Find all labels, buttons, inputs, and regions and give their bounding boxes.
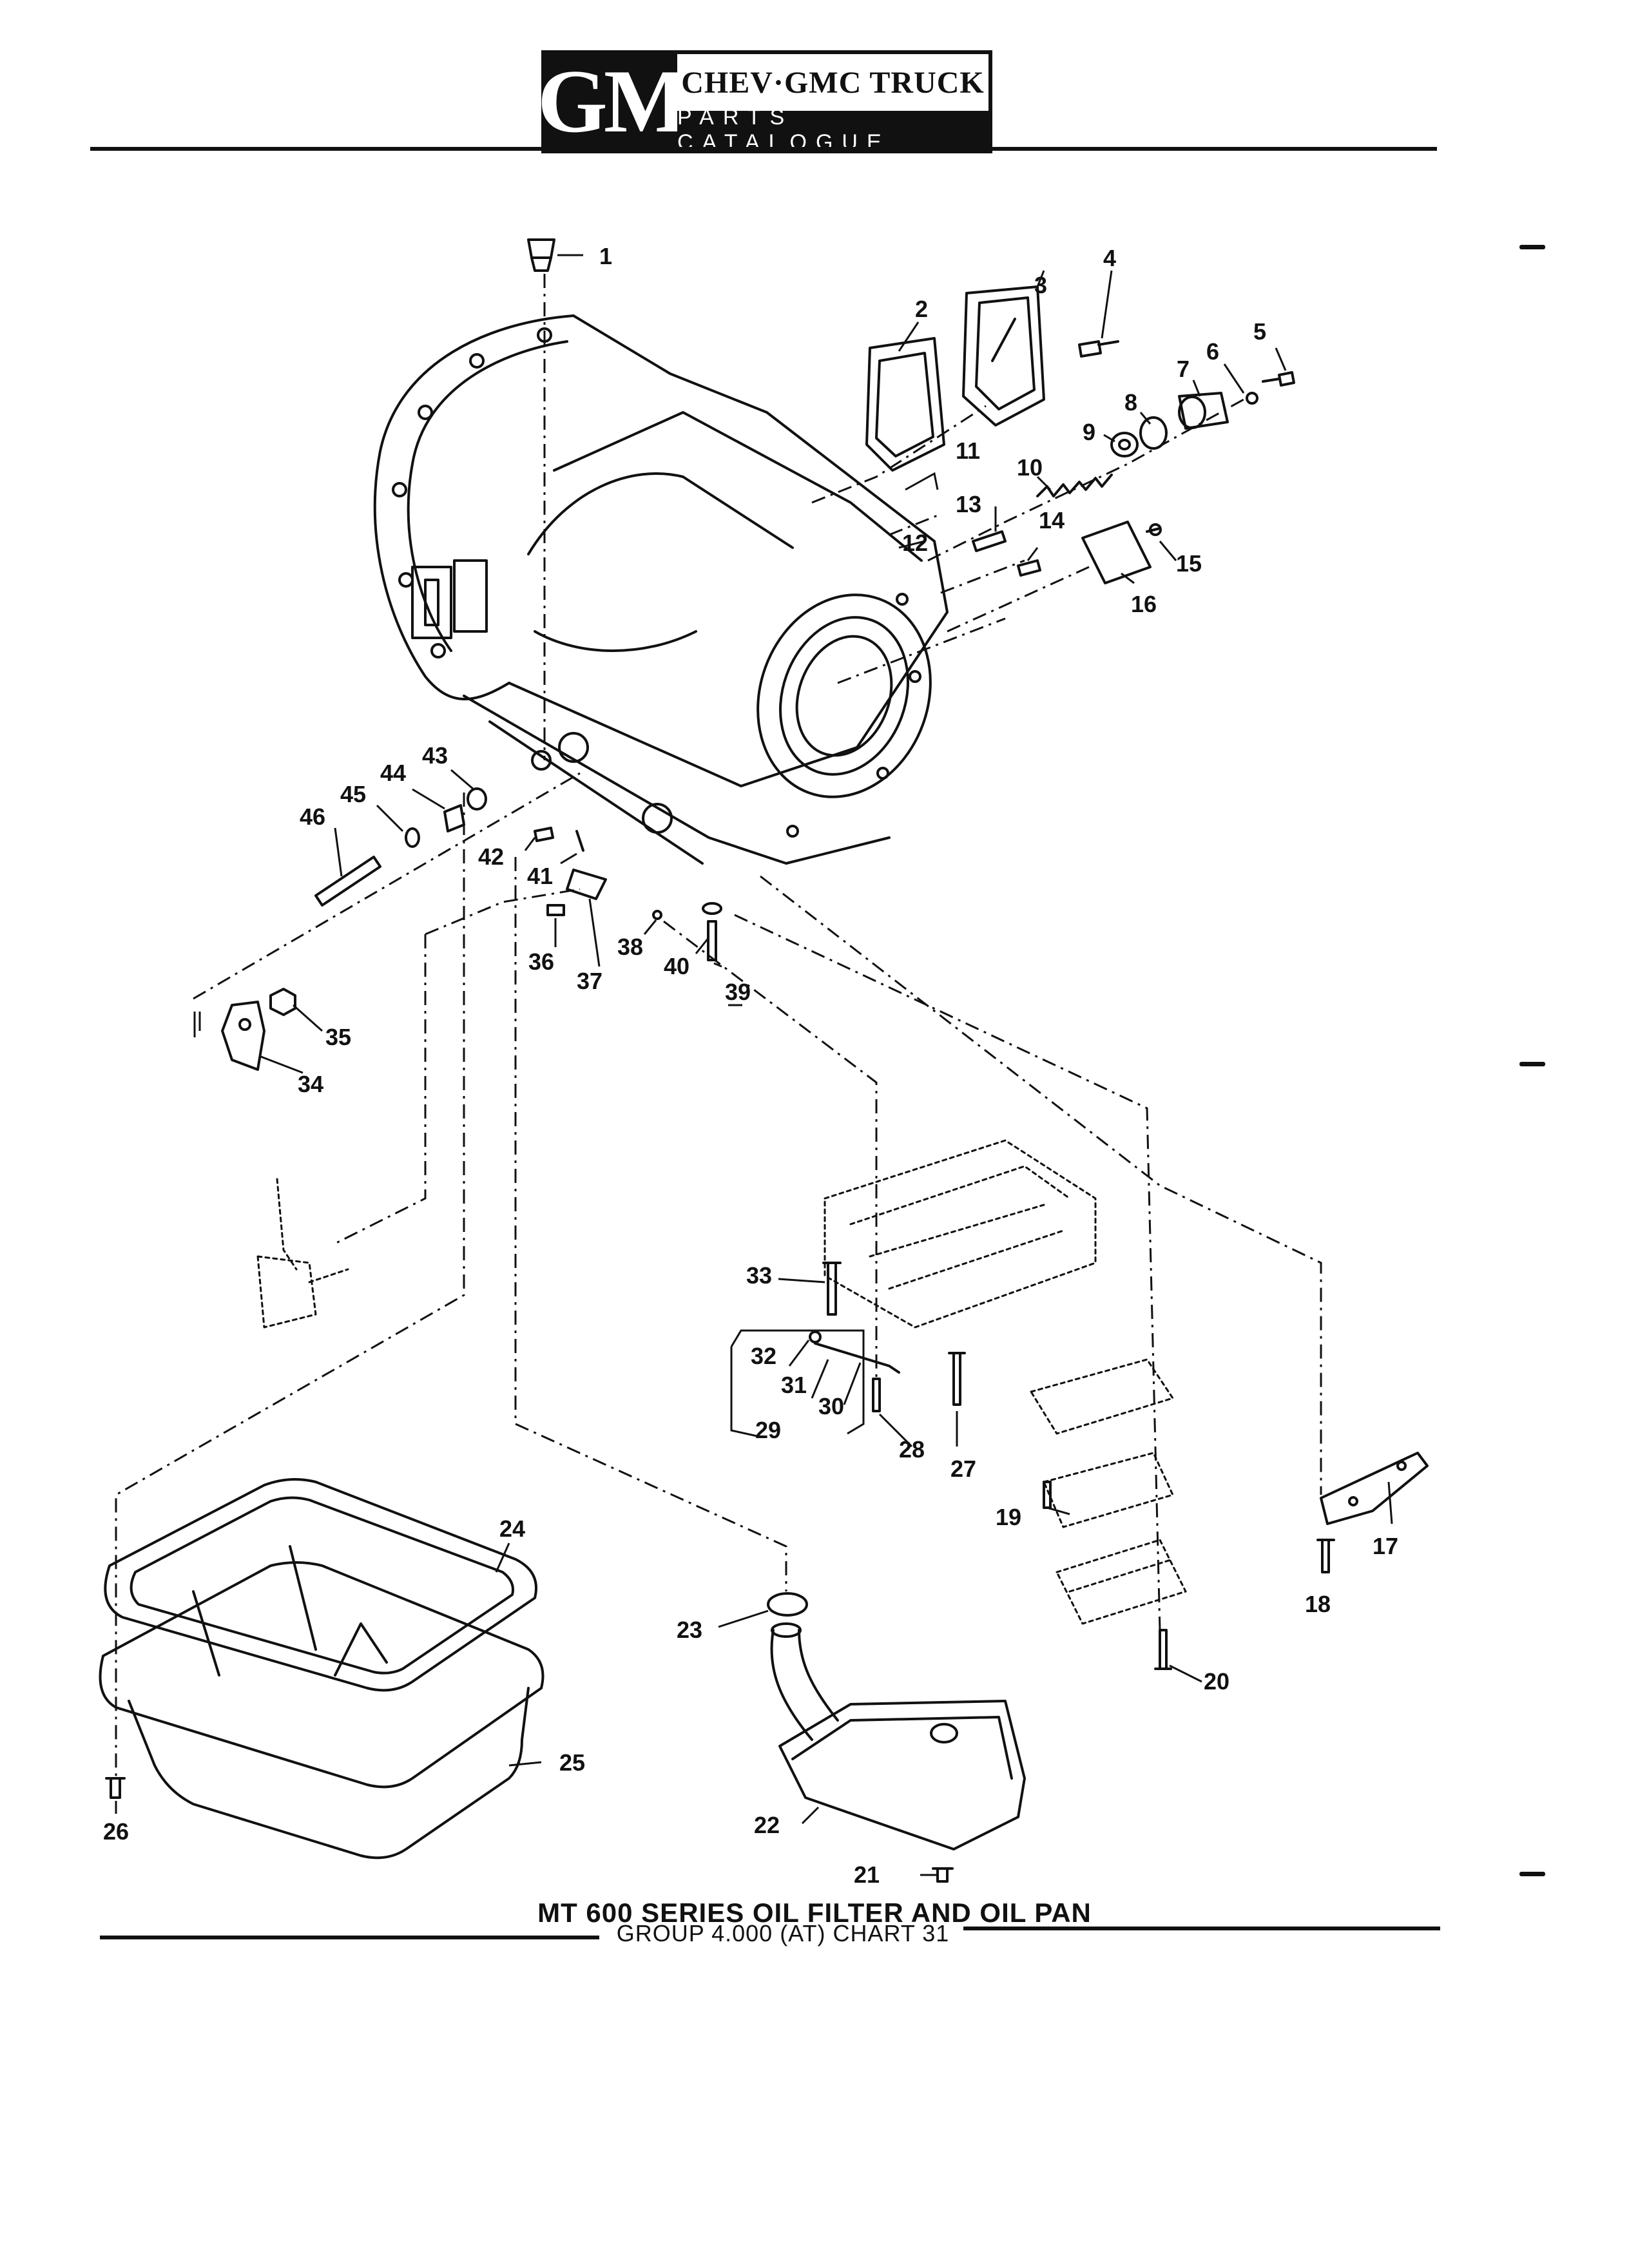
- cover-plate: [1081, 521, 1152, 584]
- callout-12: 12: [902, 530, 928, 556]
- oil-pan-gasket: [104, 1478, 537, 1692]
- manual-selector-lever: [221, 1001, 265, 1071]
- callout-14: 14: [1039, 507, 1065, 533]
- callout-17: 17: [1373, 1533, 1398, 1559]
- detent-plate: [566, 869, 607, 900]
- chart-reference: GROUP 4.000 (AT) CHART 31: [616, 1920, 950, 1946]
- margin-mark: [1519, 1872, 1545, 1876]
- callout-45: 45: [340, 781, 366, 807]
- callout-37: 37: [577, 968, 602, 994]
- valve-body-bracket: [1320, 1452, 1429, 1525]
- margin-mark: [1519, 245, 1545, 249]
- callout-11: 11: [956, 437, 980, 464]
- cover-bolt: [1078, 340, 1102, 358]
- callout-40: 40: [664, 953, 689, 979]
- callout-39: 39: [725, 979, 751, 1005]
- side-cover: [962, 285, 1045, 427]
- callout-44: 44: [380, 760, 406, 786]
- callout-10: 10: [1017, 454, 1043, 481]
- callout-34: 34: [298, 1071, 323, 1097]
- callout-25: 25: [559, 1749, 585, 1776]
- callout-26: 26: [103, 1818, 129, 1845]
- callout-5: 5: [1253, 318, 1266, 345]
- callout-8: 8: [1124, 389, 1137, 416]
- margin-mark: [1519, 1062, 1545, 1066]
- cover-gasket: [865, 337, 945, 472]
- o-ring: [1139, 416, 1168, 450]
- filter-o-ring: [767, 1592, 808, 1617]
- callout-13: 13: [956, 491, 981, 517]
- callout-7: 7: [1177, 356, 1190, 382]
- callout-31: 31: [781, 1372, 807, 1398]
- selector-shaft: [314, 856, 381, 907]
- oil-pan: [99, 1561, 545, 1789]
- detent-spring: [814, 1342, 900, 1374]
- callout-4: 4: [1103, 245, 1116, 271]
- callout-30: 30: [818, 1393, 844, 1419]
- transmission-case: [508, 314, 949, 787]
- callout-18: 18: [1305, 1591, 1331, 1617]
- header-title-block: CHEV·GMC TRUCK PARTS CATALOGUE: [677, 54, 988, 155]
- governor-body: [1178, 392, 1229, 430]
- rear-output-housing: [757, 593, 932, 798]
- header-rule: [90, 147, 1437, 151]
- callout-22: 22: [754, 1812, 780, 1838]
- gm-logo: GM: [537, 52, 689, 151]
- breather-plug: [527, 238, 555, 259]
- callout-29: 29: [755, 1417, 781, 1443]
- filter-intake-tube: [770, 1629, 813, 1741]
- case-lower-rail: [463, 695, 891, 865]
- callout-3: 3: [1034, 272, 1047, 298]
- callout-35: 35: [325, 1024, 351, 1050]
- callout-33: 33: [746, 1262, 772, 1289]
- case-side-window: [411, 566, 452, 639]
- spring: [1036, 474, 1113, 497]
- callout-6: 6: [1206, 338, 1219, 365]
- callout-23: 23: [677, 1617, 702, 1643]
- callout-21: 21: [854, 1861, 880, 1888]
- footer-rule-right: [963, 1927, 1440, 1930]
- control-valve-body: [824, 1139, 1097, 1329]
- callout-27: 27: [950, 1456, 976, 1482]
- case-top-ridge: [553, 411, 923, 562]
- oil-filter: [778, 1700, 1026, 1850]
- callout-9: 9: [1083, 419, 1095, 445]
- figure-title: MT 600 SERIES OIL FILTER AND OIL PAN: [537, 1898, 1092, 1928]
- catalogue-header: GM CHEV·GMC TRUCK PARTS CATALOGUE: [537, 50, 992, 155]
- callout-15: 15: [1176, 550, 1202, 577]
- callout-2: 2: [915, 296, 928, 322]
- callout-41: 41: [527, 863, 553, 889]
- dipstick-tube: [276, 1178, 298, 1271]
- callout-46: 46: [300, 803, 325, 830]
- callout-19: 19: [996, 1504, 1021, 1530]
- footer-rule-left: [100, 1936, 599, 1939]
- callout-28: 28: [899, 1436, 925, 1463]
- brand-title: CHEV·GMC TRUCK: [681, 65, 985, 100]
- callout-24: 24: [499, 1515, 525, 1542]
- callout-16: 16: [1131, 591, 1157, 617]
- callout-36: 36: [528, 948, 554, 975]
- callout-20: 20: [1204, 1668, 1229, 1695]
- bell-housing-flange: [373, 314, 575, 700]
- callout-38: 38: [617, 934, 643, 960]
- callout-42: 42: [478, 843, 504, 870]
- callout-1: 1: [599, 243, 612, 269]
- callout-43: 43: [422, 742, 448, 769]
- callout-32: 32: [751, 1343, 776, 1369]
